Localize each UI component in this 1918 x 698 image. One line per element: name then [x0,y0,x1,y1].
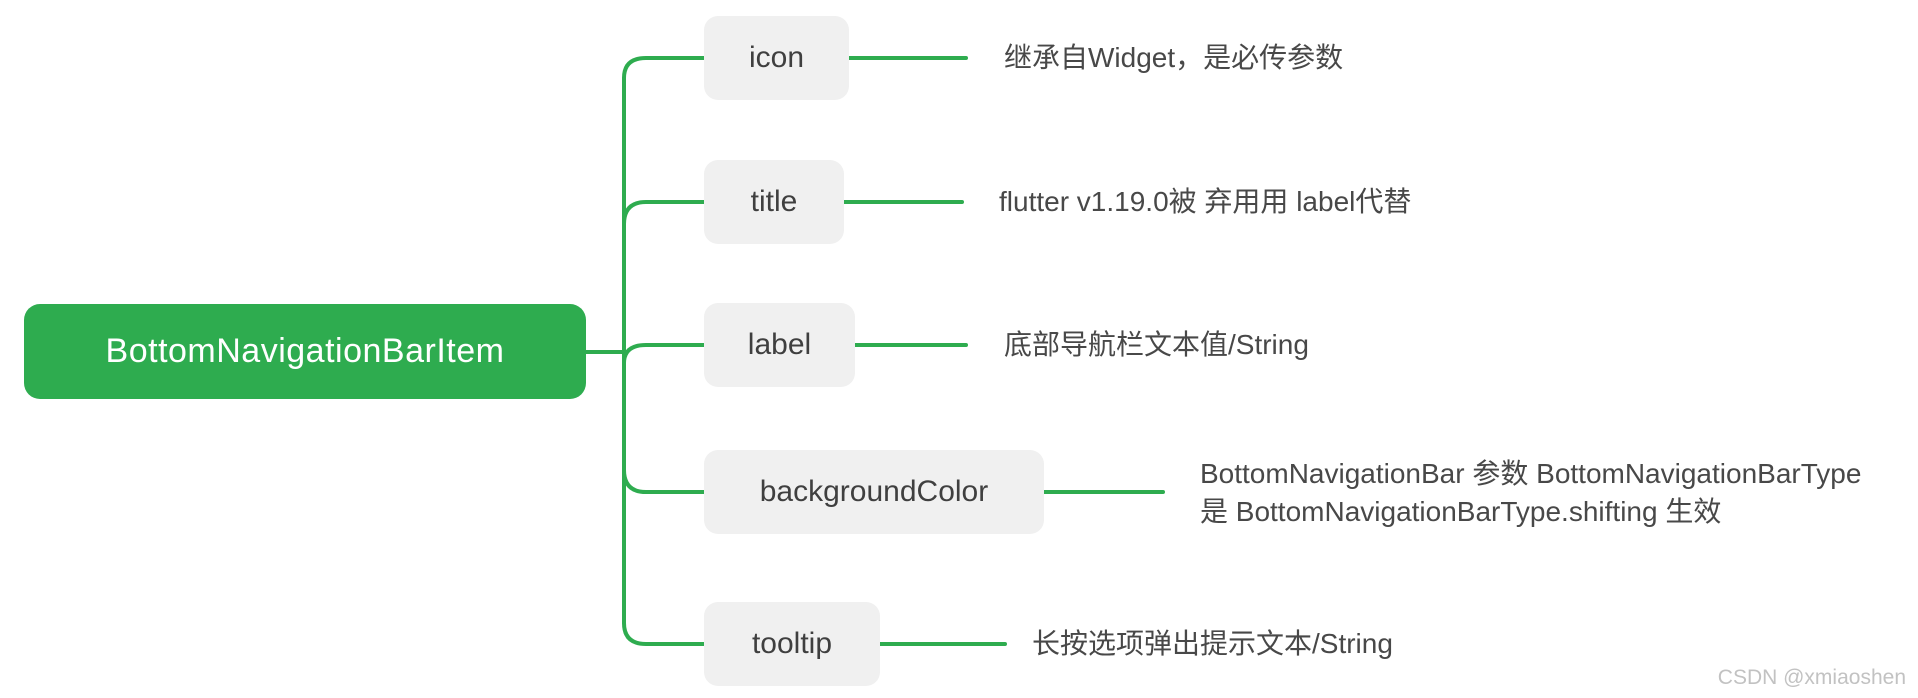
node-title[interactable]: title [704,160,844,244]
node-tooltip[interactable]: tooltip [704,602,880,686]
node-tooltip-label: tooltip [751,627,833,660]
root-node-bottomnavigationbaritem[interactable]: BottomNavigationBarItem [24,304,586,399]
root-node-label: BottomNavigationBarItem [105,332,505,370]
connector-branch-title [622,200,706,226]
description-label[interactable]: 底部导航栏文本值/String [1004,329,1309,360]
connector-branch-backgroundcolor [622,468,706,494]
description-tooltip[interactable]: 长按选项弹出提示文本/String [1032,628,1393,659]
node-label-label: label [747,328,812,361]
connector-branch-tooltip [622,621,706,646]
node-backgroundcolor-label: backgroundColor [759,475,989,508]
connector-branch-icon [622,56,706,80]
node-label[interactable]: label [704,303,855,387]
node-backgroundcolor[interactable]: backgroundColor [704,450,1044,534]
description-title[interactable]: flutter v1.19.0被 弃用用 label代替 [999,186,1412,217]
csdn-watermark: CSDN @xmiaoshen [1717,666,1906,689]
connector-branch-label [622,343,706,365]
node-icon[interactable]: icon [704,16,849,100]
node-title-label: title [750,185,798,218]
description-icon[interactable]: 继承自Widget，是必传参数 [1004,42,1344,73]
description-backgroundcolor[interactable]: BottomNavigationBar 参数 BottomNavigationB… [1200,458,1862,527]
node-icon-label: icon [748,41,805,74]
